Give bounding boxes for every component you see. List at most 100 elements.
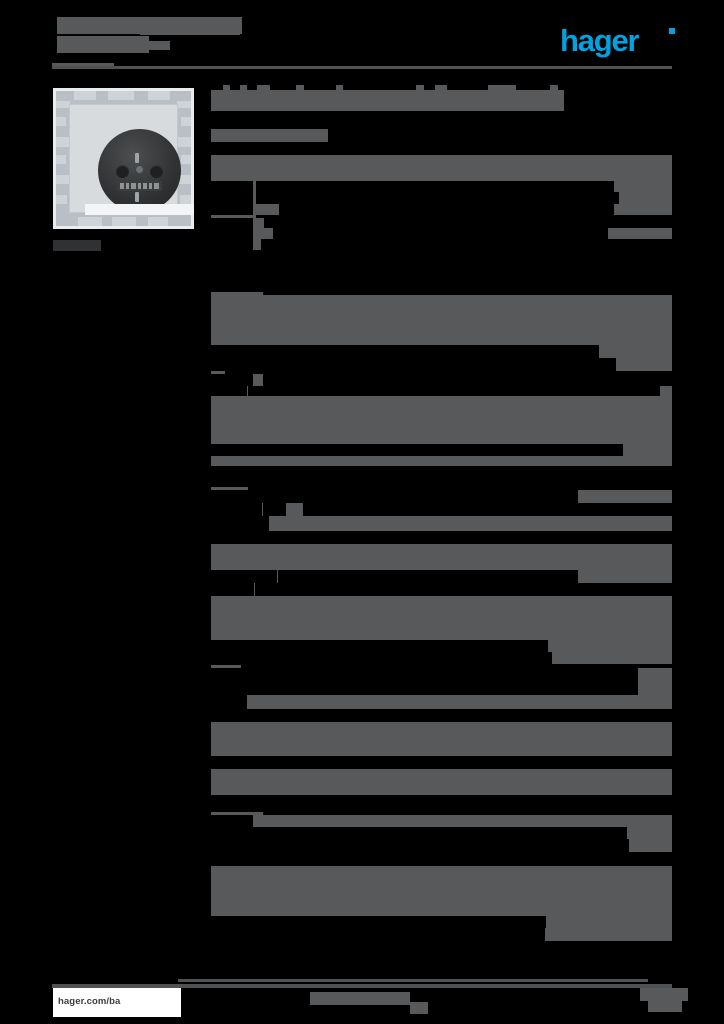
earth-clip-bottom [135, 192, 139, 202]
spec-row-gap [261, 239, 672, 250]
spec-row-gap [217, 928, 277, 941]
spec-row-gap [211, 916, 217, 928]
spec-row [211, 769, 672, 795]
spec-group [211, 155, 672, 250]
spec-row [211, 709, 672, 722]
spec-row-gap [256, 181, 614, 192]
spec-row-gap [211, 681, 217, 695]
spec-row-gap [211, 181, 217, 192]
spec-row [211, 596, 672, 640]
hager-logo: hager [560, 25, 675, 56]
header-subtitle [140, 41, 170, 50]
spec-row-gap [217, 444, 293, 456]
spec-row-gap [255, 583, 672, 596]
spec-row [211, 815, 672, 827]
spec-row-gap [211, 503, 217, 516]
socket-pin-right [150, 165, 163, 178]
spec-row [211, 204, 672, 215]
spec-row-gap [247, 852, 672, 866]
product-image-caption [53, 240, 101, 251]
spec-row [211, 295, 672, 345]
spec-group [211, 487, 672, 664]
spec-row-gap [303, 503, 672, 516]
spec-row [211, 681, 672, 695]
spec-row [211, 503, 672, 516]
spec-row [211, 456, 672, 466]
socket-pin-left [116, 165, 129, 178]
spec-row-gap [256, 345, 599, 358]
spec-row [211, 345, 672, 358]
spec-row-gap [211, 756, 217, 769]
spec-row-gap [211, 345, 215, 358]
spec-row-gap [211, 374, 217, 386]
footer-url-box[interactable]: hager.com/ba [53, 988, 181, 1017]
spec-row-gap [293, 444, 623, 456]
spec-row [211, 852, 672, 866]
spec-row-separator [211, 371, 672, 374]
spec-row [211, 583, 672, 596]
spec-row [211, 218, 672, 228]
spec-row-gap [211, 490, 217, 503]
spec-row-gap [217, 374, 253, 386]
spec-row-gap [211, 928, 217, 941]
spec-row-gap [211, 516, 217, 531]
spec-row [211, 396, 672, 444]
spec-row-gap [217, 192, 253, 204]
spec-row [211, 444, 672, 456]
footer-url-text: hager.com/ba [58, 996, 121, 1007]
socket-receptacle [98, 129, 181, 212]
footer-rule [52, 984, 672, 988]
hager-logo-dot [669, 28, 675, 34]
spec-row-gap [217, 570, 277, 583]
spec-row [211, 374, 672, 386]
spec-row-gap [211, 709, 217, 722]
spec-row [211, 839, 672, 852]
spec-row-gap [256, 358, 616, 371]
spec-row-gap [278, 570, 578, 583]
spec-row [211, 516, 672, 531]
product-image [53, 88, 194, 229]
spec-row-gap [342, 652, 552, 664]
spec-row-gap [256, 192, 619, 204]
spec-row [211, 386, 672, 396]
footer-center-label-2 [410, 1002, 428, 1014]
header-rule-nub [52, 63, 114, 66]
spec-row-gap [338, 839, 629, 852]
socket-imprint-label [117, 181, 162, 191]
spec-row [211, 695, 672, 709]
footer-right-label [640, 988, 688, 1001]
spec-row-gap [263, 503, 286, 516]
spec-row-gap [217, 181, 253, 192]
spec-group [211, 292, 672, 466]
spec-row [211, 228, 672, 239]
spec-row-gap [270, 531, 672, 544]
spec-row-gap [215, 345, 256, 358]
spec-row-gap [217, 916, 262, 928]
spec-row [211, 570, 672, 583]
spec-row-gap [277, 928, 545, 941]
spec-row-gap [211, 228, 217, 239]
spec-row [211, 544, 672, 570]
footer-rule-tick [178, 979, 648, 982]
spec-row-gap [279, 204, 614, 215]
spec-row-gap [273, 228, 608, 239]
spec-row [211, 928, 672, 941]
spec-row-separator [211, 665, 672, 668]
spec-row-gap [211, 640, 217, 652]
spec-row-gap [217, 583, 254, 596]
spec-row-gap [217, 204, 253, 215]
earth-clip-top [135, 153, 139, 163]
header-rule [52, 66, 672, 69]
header-title-line2 [57, 36, 149, 53]
spec-row [211, 531, 672, 544]
spec-row-gap [217, 852, 247, 866]
page-subtitle [211, 129, 328, 142]
spec-row-gap [217, 503, 262, 516]
spec-row-gap [217, 709, 244, 722]
socket-center-screw [135, 165, 144, 174]
footer-right-label-2 [648, 1001, 682, 1012]
spec-row-gap [217, 839, 338, 852]
spec-row-gap [211, 652, 217, 664]
spec-row [211, 916, 672, 928]
